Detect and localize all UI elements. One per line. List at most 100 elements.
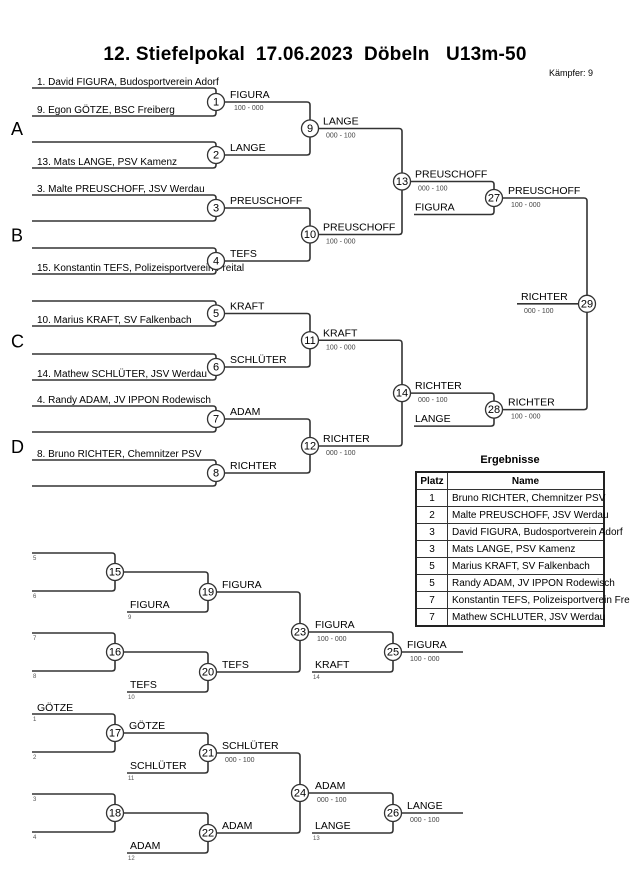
- fight-circle: [392, 172, 412, 191]
- name-cell: Konstantin TEFS, Polizeisportverein Frei…: [447, 591, 630, 609]
- fight-number-badge: 15: [105, 562, 125, 582]
- fight-number: 21: [202, 748, 214, 760]
- fight-circle: [105, 723, 125, 743]
- fight-winner: PREUSCHOFF: [323, 222, 395, 234]
- fight-circle: [198, 582, 218, 602]
- seed-number: 3: [33, 797, 37, 803]
- fight-number: 6: [213, 362, 219, 374]
- fight-number: 25: [387, 647, 399, 659]
- fighter-entry: 1. David FIGURA, Budosportverein Adorf: [37, 77, 219, 88]
- bracket-line: [32, 194, 217, 222]
- tournament-title: 12. Stiefelpokal 17.06.2023 Döbeln U13m-…: [103, 44, 527, 65]
- fight-circle: [206, 357, 226, 377]
- fight-winner: FIGURA: [315, 619, 355, 631]
- bracket-line: [32, 552, 116, 592]
- seed-number: 7: [33, 636, 37, 642]
- fight-circle: [383, 803, 403, 823]
- fight-number: 15: [109, 567, 121, 579]
- seed-number: 10: [128, 695, 135, 701]
- fight-circle: [484, 400, 504, 419]
- fight-number-badge: 16: [105, 642, 125, 662]
- fight-number-badge: 25: [383, 642, 403, 662]
- fight-number-badge: 5: [206, 304, 226, 323]
- fight-number-badge: 27: [484, 188, 504, 208]
- fight-number-badge: 9: [300, 119, 320, 138]
- fight-number-badge: 22: [198, 823, 218, 843]
- fight-number: 12: [304, 441, 316, 453]
- name-cell: Randy ADAM, JV IPPON Rodewisch: [447, 574, 615, 592]
- fighters-count: Kämpfer: 9: [549, 68, 594, 78]
- fight-number-badge: 3: [206, 198, 226, 218]
- fighter-entry: 14. Mathew SCHLÜTER, JSV Werdau: [37, 368, 207, 380]
- repechage-entrant: ADAM: [130, 840, 160, 852]
- fighter-entry: 9. Egon GÖTZE, BSC Freiberg: [37, 104, 175, 116]
- fight-score: 100 - 000: [511, 202, 541, 209]
- fight-number: 8: [213, 468, 219, 480]
- fight-number: 19: [202, 587, 214, 599]
- seed-number: 11: [128, 776, 135, 782]
- fight-score: 100 - 000: [326, 344, 356, 351]
- fight-score: 100 - 000: [410, 656, 440, 663]
- place-cell: 2: [415, 506, 448, 524]
- fight-score: 000 - 100: [410, 817, 440, 824]
- fighter-entry: 8. Bruno RICHTER, Chemnitzer PSV: [37, 449, 202, 460]
- fight-number-badge: 13: [392, 172, 412, 191]
- bracket-line: [32, 459, 217, 487]
- fight-number-badge: 4: [206, 251, 226, 271]
- fight-score: 000 - 100: [326, 450, 356, 457]
- fight-score: 100 - 000: [317, 636, 347, 643]
- fight-circle: [105, 562, 125, 582]
- fight-number: 27: [488, 193, 500, 205]
- name-cell: Mats LANGE, PSV Kamenz: [447, 540, 605, 558]
- fight-circle: [206, 251, 226, 271]
- fight-circle: [300, 225, 320, 244]
- pool-label: B: [11, 226, 23, 246]
- fight-winner: SCHLÜTER: [222, 740, 279, 752]
- fight-circle: [198, 743, 218, 763]
- fight-score: 000 - 100: [524, 308, 554, 315]
- fight-score: 100 - 000: [234, 105, 264, 112]
- bracket-line: [32, 793, 116, 833]
- pool-label: A: [11, 119, 23, 139]
- repechage-entrant: LANGE: [415, 413, 451, 425]
- fight-winner: KRAFT: [230, 301, 265, 313]
- fight-number: 16: [109, 647, 121, 659]
- fight-number: 26: [387, 808, 399, 820]
- fight-number: 23: [294, 627, 306, 639]
- fighter-entry: 13. Mats LANGE, PSV Kamenz: [37, 157, 177, 168]
- fight-number: 11: [304, 335, 315, 347]
- fight-number: 1: [213, 97, 219, 109]
- place-cell: 5: [415, 574, 448, 592]
- fight-number-badge: 20: [198, 662, 218, 682]
- seed-number: 5: [33, 556, 37, 562]
- fight-number-badge: 10: [300, 225, 320, 244]
- pool-label: C: [11, 332, 24, 352]
- fight-score: 100 - 000: [511, 414, 541, 421]
- place-cell: 3: [415, 523, 448, 541]
- fight-number-badge: 8: [206, 463, 226, 483]
- fighter-entry: 4. Randy ADAM, JV IPPON Rodewisch: [37, 395, 211, 406]
- pool-label: D: [11, 437, 24, 457]
- fight-circle: [300, 119, 320, 138]
- name-cell: Bruno RICHTER, Chemnitzer PSV: [447, 489, 605, 507]
- fight-markers: 1234567891011121314272829151619202325171…: [105, 92, 597, 843]
- repechage-entrant: KRAFT: [315, 659, 350, 671]
- fight-score: 000 - 100: [326, 133, 356, 140]
- fight-score: 000 - 100: [317, 797, 347, 804]
- fight-winner: FIGURA: [230, 89, 270, 101]
- fight-winner: TEFS: [222, 659, 249, 671]
- bracket-line: [310, 339, 403, 447]
- header-name: Name: [447, 471, 605, 490]
- fight-circle: [105, 803, 125, 823]
- fight-number: 20: [202, 667, 214, 679]
- fight-number-badge: 23: [290, 622, 310, 642]
- bracket-labels: 1. David FIGURA, Budosportverein Adorf 9.…: [11, 77, 580, 862]
- name-cell: Malte PREUSCHOFF, JSV Werdau: [447, 506, 609, 524]
- seed-number: 13: [313, 836, 320, 842]
- fight-winner: TEFS: [230, 248, 257, 260]
